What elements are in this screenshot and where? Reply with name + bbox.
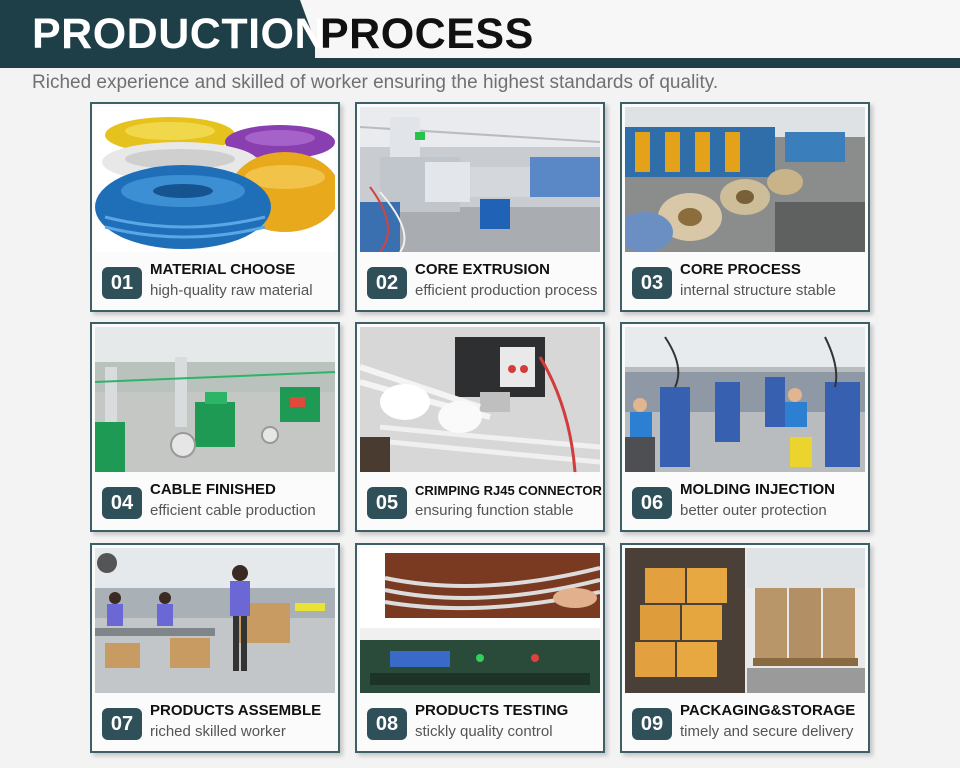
- step-number-badge: 08: [367, 708, 407, 740]
- step-number-badge: 07: [102, 708, 142, 740]
- packaging-storage-photo: [625, 548, 865, 693]
- molding-injection-photo: [625, 327, 865, 472]
- step-title: PRODUCTS TESTING: [415, 702, 569, 719]
- step-number-badge: 01: [102, 267, 142, 299]
- step-number-badge: 02: [367, 267, 407, 299]
- step-card-09: 09 PACKAGING&STORAGE timely and secure d…: [620, 543, 870, 753]
- step-number-badge: 09: [632, 708, 672, 740]
- core-extrusion-photo: [360, 107, 600, 252]
- step-description: internal structure stable: [680, 282, 836, 299]
- step-card-05: 05 CRIMPING RJ45 CONNECTOR ensuring func…: [355, 322, 605, 532]
- step-description: riched skilled worker: [150, 723, 286, 740]
- step-card-03: 03 CORE PROCESS internal structure stabl…: [620, 102, 870, 312]
- page-subtitle: Riched experience and skilled of worker …: [32, 72, 719, 93]
- step-description: ensuring function stable: [415, 502, 574, 519]
- core-process-photo: [625, 107, 865, 252]
- page-title-part1: PRODUCTION: [32, 10, 327, 58]
- step-title: MOLDING INJECTION: [680, 481, 836, 498]
- step-number-badge: 05: [367, 487, 407, 519]
- step-title: CABLE FINISHED: [150, 481, 276, 498]
- page-title-part2: PROCESS: [320, 10, 534, 58]
- step-number-badge: 04: [102, 487, 142, 519]
- cable-finished-photo: [95, 327, 335, 472]
- step-card-01: 01 MATERIAL CHOOSE high-quality raw mate…: [90, 102, 340, 312]
- header-dark-block: [0, 0, 315, 68]
- step-card-02: 02 CORE EXTRUSION efficient production p…: [355, 102, 605, 312]
- step-card-08: 08 PRODUCTS TESTING stickly quality cont…: [355, 543, 605, 753]
- step-title: CRIMPING RJ45 CONNECTOR: [415, 483, 602, 498]
- step-description: stickly quality control: [415, 723, 553, 740]
- step-title: CORE EXTRUSION: [415, 261, 551, 278]
- step-card-06: 06 MOLDING INJECTION better outer protec…: [620, 322, 870, 532]
- step-number-badge: 06: [632, 487, 672, 519]
- header-light-block: [300, 0, 960, 60]
- step-description: better outer protection: [680, 502, 827, 519]
- products-assemble-photo: [95, 548, 335, 693]
- step-description: timely and secure delivery: [680, 723, 854, 740]
- step-card-04: 04 CABLE FINISHED efficient cable produc…: [90, 322, 340, 532]
- step-description: efficient cable production: [150, 502, 316, 519]
- material-coils-photo: [95, 107, 335, 252]
- step-description: high-quality raw material: [150, 282, 313, 299]
- step-title: MATERIAL CHOOSE: [150, 261, 296, 278]
- header-band: [300, 58, 960, 68]
- step-number-badge: 03: [632, 267, 672, 299]
- step-title: CORE PROCESS: [680, 261, 801, 278]
- products-testing-photo: [360, 548, 600, 693]
- step-card-07: 07 PRODUCTS ASSEMBLE riched skilled work…: [90, 543, 340, 753]
- step-title: PRODUCTS ASSEMBLE: [150, 702, 322, 719]
- crimping-connector-photo: [360, 327, 600, 472]
- step-description: efficient production process: [415, 282, 598, 299]
- step-title: PACKAGING&STORAGE: [680, 702, 856, 719]
- header-banner: PRODUCTION PROCESS: [0, 0, 960, 68]
